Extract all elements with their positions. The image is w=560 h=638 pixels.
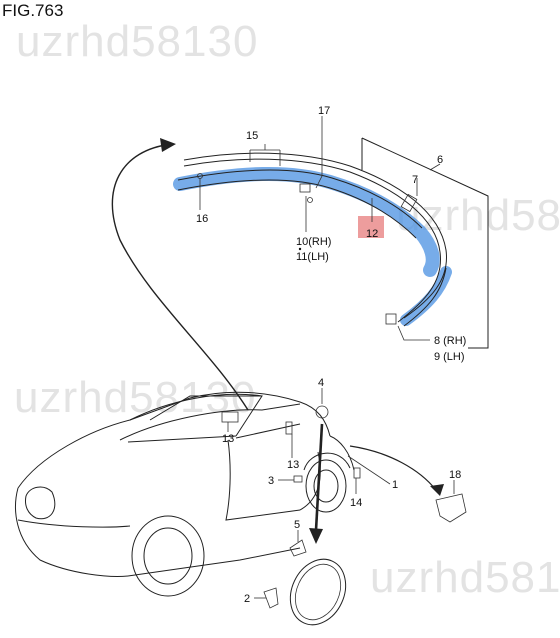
callout-11: 11(LH) [296, 251, 329, 263]
arrow-to-strip [111, 143, 249, 411]
highlight-marker-12 [358, 216, 384, 238]
callout-12: 12 [366, 228, 378, 240]
fuel-lid [289, 558, 347, 626]
callout-9: 9(LH) [434, 351, 465, 363]
callout-5: 5 [294, 519, 300, 531]
watermark-middle: uzrhd58130 [14, 373, 256, 422]
watermark-right-lower: uzrhd581 [370, 553, 560, 602]
callout-6: 6 [437, 154, 443, 166]
callout-14: 14 [350, 497, 362, 509]
highlight-band-upper [173, 166, 440, 277]
weatherstrip-assembly [173, 152, 452, 327]
callout-8: 8(RH) [434, 335, 466, 347]
part-13-lower [285, 421, 293, 435]
part-4 [315, 405, 329, 419]
watermark-top: uzrhd58130 [16, 17, 258, 66]
clip-7 [400, 193, 418, 213]
callout-17: 17 [318, 105, 330, 117]
callout-2: 2 [244, 593, 250, 605]
figure-title: FIG.763 [2, 1, 64, 20]
part-14 [353, 467, 361, 479]
part-18 [435, 493, 467, 523]
callout-18: 18 [449, 469, 461, 481]
part-13-upper [221, 411, 239, 423]
car-body [15, 391, 355, 597]
callout-3: 3 [268, 475, 274, 487]
part-5 [289, 539, 307, 557]
callout-10: 10(RH) [296, 236, 331, 248]
clip-8-9 [385, 313, 397, 325]
callout-1: 1 [392, 479, 398, 491]
callout-15: 15 [246, 130, 258, 142]
part-3 [293, 475, 303, 483]
callout-13-upper: 13 [222, 433, 234, 445]
part-2 [263, 587, 279, 609]
arrow-to-fuel-lid [314, 423, 324, 531]
callout-13-lower: 13 [287, 459, 299, 471]
callout-7: 7 [412, 174, 418, 186]
bracket-6 [361, 137, 489, 349]
callout-16: 16 [196, 213, 208, 225]
callout-4: 4 [318, 377, 324, 389]
clip-10-11 [299, 183, 311, 193]
